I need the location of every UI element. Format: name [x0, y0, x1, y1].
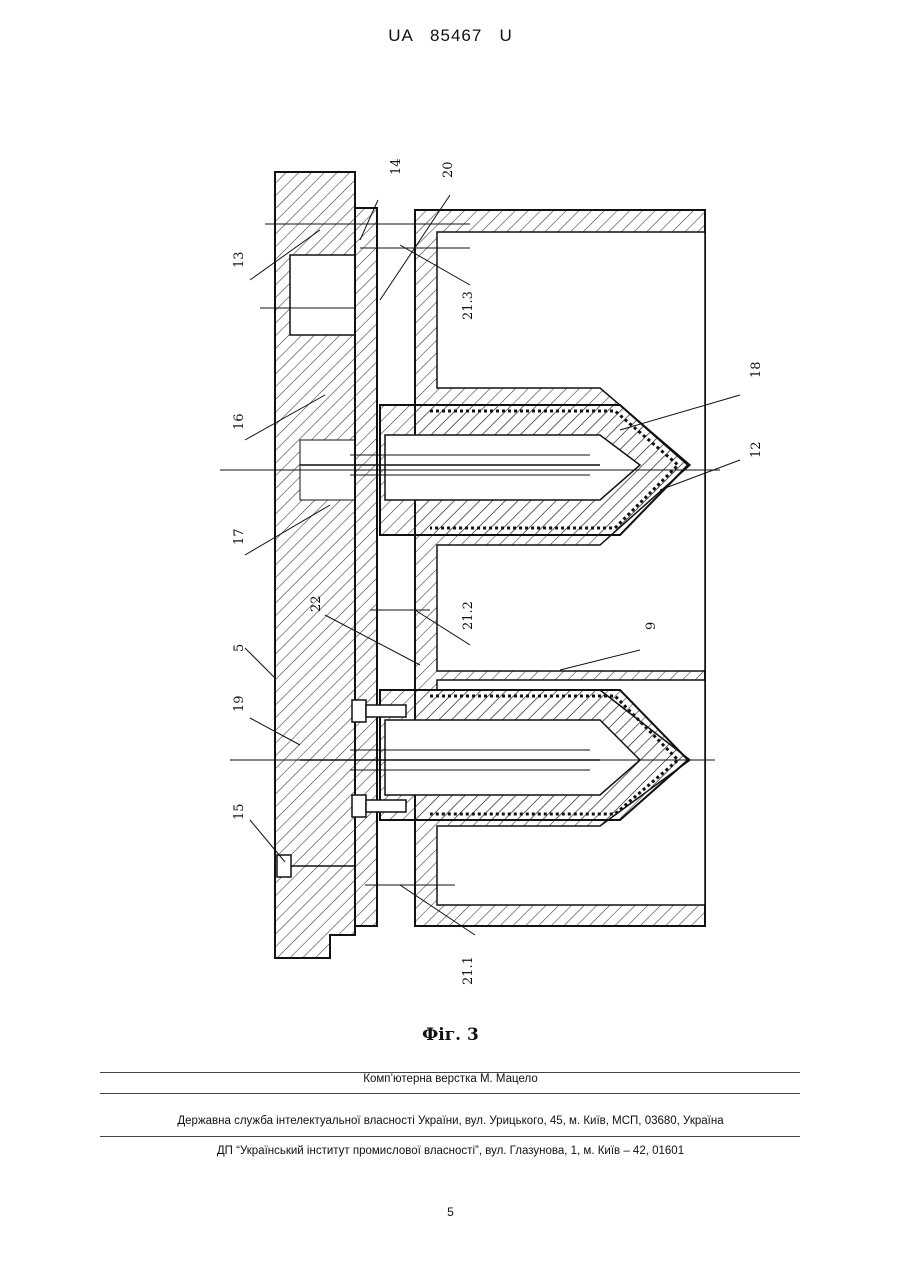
label-21-1: 21.1	[461, 956, 476, 985]
label-21-3: 21.3	[461, 291, 476, 320]
label-13: 13	[232, 251, 247, 268]
agency-address: Державна служба інтелектуальної власност…	[0, 1115, 901, 1127]
base-plate	[275, 172, 355, 958]
footer-rule-3	[100, 1136, 800, 1137]
vertical-bar	[355, 208, 377, 926]
label-5: 5	[232, 644, 247, 652]
figure-caption: Фіг. 3	[0, 1025, 901, 1045]
label-19: 19	[232, 695, 247, 712]
label-15: 15	[232, 803, 247, 820]
label-9: 9	[644, 622, 659, 630]
label-17: 17	[232, 528, 247, 545]
label-21-2: 21.2	[461, 601, 476, 630]
label-14: 14	[389, 158, 404, 175]
label-22: 22	[309, 595, 324, 612]
typesetting-credit: Комп’ютерна верстка М. Мацело	[0, 1073, 901, 1085]
page-number: 5	[0, 1205, 901, 1219]
footer-rule-2	[100, 1093, 800, 1094]
label-12: 12	[749, 441, 764, 458]
technical-drawing: 13 14 20 21.3 16 18 12 17 22 21.2 9 5 19…	[0, 0, 901, 1010]
label-16: 16	[232, 413, 247, 430]
label-18: 18	[749, 361, 764, 378]
label-20: 20	[441, 161, 456, 178]
institute-address: ДП “Український інститут промислової вла…	[0, 1145, 901, 1157]
